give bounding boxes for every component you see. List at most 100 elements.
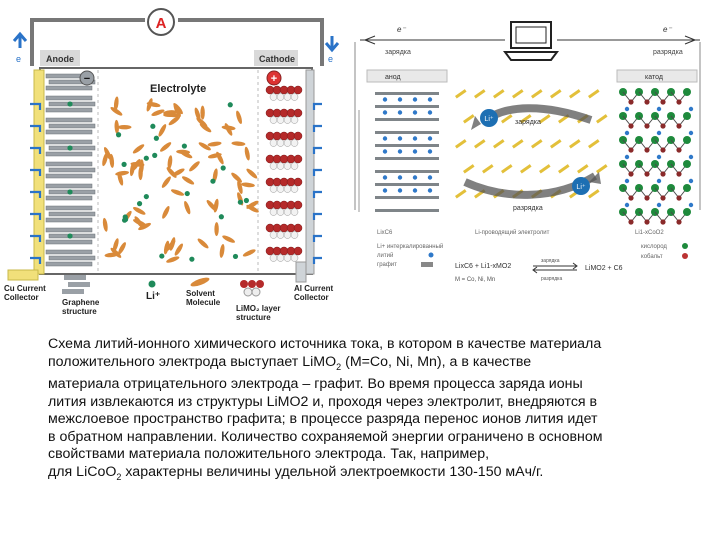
oxygen-atom: [276, 254, 285, 262]
electrolyte-molecule: [511, 139, 524, 149]
li-ion: [382, 136, 388, 141]
electrolyte-molecule: [474, 89, 486, 99]
solvent-molecule: [184, 200, 191, 215]
solvent-molecule: [206, 200, 217, 211]
electron-flow-right: [312, 146, 322, 154]
solvent-molecule: [132, 144, 145, 154]
li-ion: [382, 97, 388, 102]
solvent-molecule: [163, 110, 178, 115]
left-legend: Li+ интеркалированный литий графит: [377, 243, 443, 268]
solvent-molecule: [134, 216, 144, 228]
cobalt-atom: [660, 219, 666, 225]
electron-arrow-right-icon: e: [324, 36, 340, 64]
electrolyte-molecule: [577, 164, 589, 174]
solvent-molecule: [112, 238, 119, 252]
graphene-layer: [45, 139, 93, 145]
oxygen-atom: [269, 231, 278, 239]
charge-discharge-diagram: e⁻ e⁻ зарядка разрядка анод катод зарядк…: [354, 21, 701, 283]
li-ion: [382, 149, 388, 154]
electrolyte-molecule: [473, 139, 486, 149]
electron-flow-left: [30, 102, 42, 110]
solvent-molecule: [114, 119, 119, 134]
cobalt-atom: [676, 195, 682, 201]
electrolyte-caption: Li-проводящий электролит: [475, 229, 550, 236]
solvent-molecule: [200, 105, 205, 120]
anode-header: [366, 69, 448, 83]
solvent-molecule: [110, 247, 122, 258]
solvent-molecule: [118, 242, 126, 255]
solvent-molecule: [242, 249, 256, 257]
solvent-molecule: [166, 167, 177, 178]
svg-text:+: +: [271, 73, 277, 85]
li-ion: [153, 135, 159, 141]
li-ion: [67, 189, 73, 195]
metal-oxide-atom: [293, 131, 303, 141]
solvent-molecule: [214, 222, 219, 237]
electrolyte-molecule: [520, 114, 532, 124]
li-ion-label: Li⁺: [146, 291, 160, 302]
electron-flow-right: [312, 124, 322, 132]
reaction-left: LixC6 + Li1-xMO2: [455, 263, 511, 270]
electrolyte-molecule: [588, 89, 600, 99]
cathode-label-bg: [254, 50, 298, 66]
oxygen-atom: [276, 93, 285, 101]
oxygen-atom: [683, 136, 691, 144]
li-ion: [412, 97, 418, 102]
li-ion: [688, 106, 694, 112]
solvent-molecule: [222, 235, 235, 243]
oxygen-atom: [290, 139, 299, 147]
oxygen-atom: [683, 88, 691, 96]
li-ion: [150, 123, 156, 129]
li-ion: [397, 110, 403, 115]
graphite-layer: [375, 170, 439, 173]
li-ion: [382, 175, 388, 180]
cobalt-atom: [644, 123, 650, 129]
solvent-molecule: [163, 240, 170, 255]
li-ion: [184, 190, 190, 197]
electrolyte-molecule: [588, 139, 600, 149]
oxygen-atom: [290, 231, 299, 239]
li-ion-bubble-icon: Li⁺: [480, 109, 498, 127]
graphene-legend-icon: [62, 275, 90, 294]
li-ion: [159, 253, 165, 259]
cobalt-atom: [644, 147, 650, 153]
li-ion: [624, 106, 630, 112]
oxygen-atom: [269, 139, 278, 147]
electrolyte-molecule: [493, 89, 505, 99]
solvent-molecule: [181, 176, 195, 185]
limo2-legend-icon: [240, 280, 264, 297]
metal-oxide-atom: [293, 177, 303, 187]
li-ion: [624, 154, 630, 160]
cobalt-atom: [628, 147, 634, 153]
graphene-layer: [45, 173, 93, 179]
li-ion: [624, 178, 630, 184]
electron-flow-right: [312, 212, 322, 220]
electrolyte-molecule: [539, 164, 551, 174]
oxygen-atom: [290, 162, 299, 170]
cobalt-atom: [628, 171, 634, 177]
li-ion: [397, 149, 403, 154]
li-ion: [397, 188, 403, 193]
oxygen-atom: [290, 254, 299, 262]
li-ion: [656, 178, 662, 184]
cobalt-atom: [676, 147, 682, 153]
al-collector-legend-icon: [295, 261, 307, 283]
graphene-layer: [45, 117, 93, 123]
solvent-molecule: [207, 153, 222, 159]
solvent-molecule: [162, 206, 170, 219]
solvent-molecule: [102, 152, 108, 167]
discharge-mid-label: разрядка: [513, 205, 543, 212]
li-ion: [688, 154, 694, 160]
solvent-molecule: [173, 104, 181, 117]
solvent-molecule: [244, 146, 250, 161]
solvent-molecule: [197, 238, 209, 249]
caption-line: в обратном направлении. Количество сохра…: [48, 428, 603, 445]
electron-flow-left: [30, 256, 42, 264]
oxygen-atom: [283, 254, 292, 262]
electrolyte-molecule: [588, 189, 600, 199]
oxygen-atom: [283, 185, 292, 193]
cobalt-atom: [660, 195, 666, 201]
electrolyte-molecule: [511, 89, 524, 99]
graphene-layer: [48, 123, 96, 129]
caption-line: Схема литий-ионного химического источник…: [48, 336, 602, 352]
